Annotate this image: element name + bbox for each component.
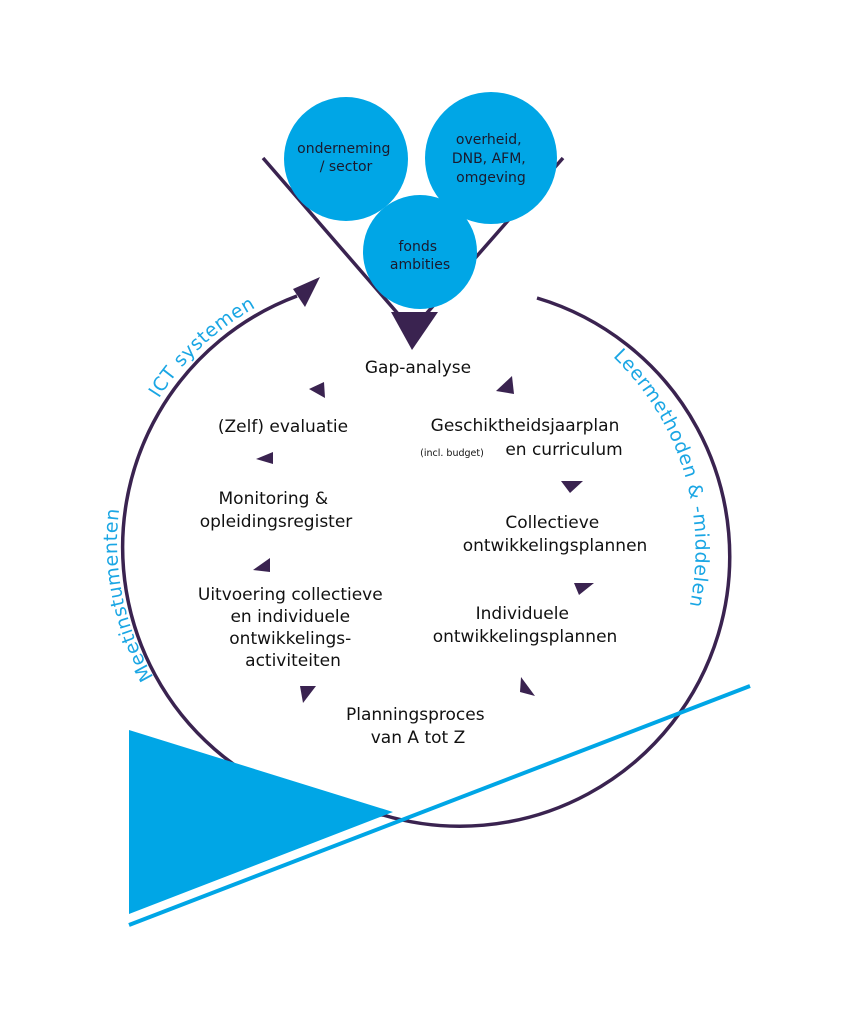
step-uitvoering-line-2: en individuele (230, 607, 350, 627)
bubble-overheid-line-2: DNB, AFM, (452, 151, 526, 167)
cycle-arrowhead (293, 277, 320, 307)
bubble-fonds (363, 195, 477, 309)
bubble-fonds-line-1: fonds (398, 239, 437, 255)
cycle-arc-right (382, 296, 732, 828)
step-monitoring-line-2: opleidingsregister (200, 512, 353, 532)
ramp-wedge (129, 730, 393, 914)
bubble-overheid (425, 92, 557, 224)
bubble-overheid-line-3: omgeving (456, 170, 526, 186)
funnel-tip (391, 312, 438, 350)
label-ict-systemen-path: ICT systemen (144, 292, 258, 401)
label-meetinstrumenten-path: Meetinstumenten (100, 507, 157, 685)
bubble-onderneming (284, 97, 408, 221)
step-uitvoering-line-3: ontwikkelings- (229, 629, 351, 649)
step-jaarplan-note: (incl. budget) (420, 448, 484, 459)
bubble-onderneming-label: onderneming / sector (297, 141, 395, 175)
flow-arrow-7 (256, 452, 273, 464)
flow-arrow-5 (300, 686, 316, 703)
step-monitoring: Monitoring & opleidingsregister (200, 489, 353, 532)
step-individuele: Individuele ontwikkelingsplannen (433, 604, 618, 647)
label-leermethoden-path: Leermethoden & -middelen (609, 344, 712, 609)
bubble-onderneming-line-2: / sector (320, 159, 373, 175)
step-gap-analyse: Gap-analyse (365, 358, 471, 378)
step-individuele-line-2: ontwikkelingsplannen (433, 627, 618, 647)
label-meetinstrumenten: Meetinstumenten (100, 507, 158, 685)
label-ict-systemen: ICT systemen (144, 292, 258, 401)
bubble-overheid-label: overheid, DNB, AFM, omgeving (452, 132, 530, 186)
bubble-fonds-line-2: ambities (390, 257, 450, 273)
step-planningsproces-line-2: van A tot Z (371, 728, 465, 748)
bubble-fonds-label: fonds ambities (390, 239, 450, 273)
step-uitvoering: Uitvoering collectieve en individuele on… (198, 585, 388, 671)
step-collectieve: Collectieve ontwikkelingsplannen (463, 513, 648, 556)
bubble-overheid-line-1: overheid, (456, 132, 522, 148)
step-jaarplan-line-2: en curriculum (505, 440, 622, 460)
step-collectieve-line-1: Collectieve (505, 513, 599, 533)
step-individuele-line-1: Individuele (476, 604, 569, 624)
flow-arrow-4 (520, 677, 535, 696)
step-jaarplan-line-1: Geschiktheidsjaarplan (431, 416, 620, 436)
step-monitoring-line-1: Monitoring & (219, 489, 329, 509)
step-collectieve-line-2: ontwikkelingsplannen (463, 536, 648, 556)
step-uitvoering-line-4: activiteiten (245, 651, 341, 671)
flow-arrow-1 (496, 376, 514, 394)
step-zelf-evaluatie: (Zelf) evaluatie (218, 417, 348, 437)
label-leermethoden: Leermethoden & -middelen (609, 344, 712, 609)
step-planningsproces-line-1: Planningsproces (346, 705, 485, 725)
flow-arrow-3 (574, 583, 594, 595)
step-uitvoering-line-1: Uitvoering collectieve (198, 585, 383, 605)
step-planningsproces: Planningsproces van A tot Z (346, 705, 490, 748)
flow-arrow-2 (561, 481, 583, 493)
bubble-onderneming-line-1: onderneming (297, 141, 390, 157)
flow-arrow-8 (309, 382, 325, 398)
ramp-line (128, 684, 751, 927)
flow-arrow-6 (253, 558, 270, 572)
